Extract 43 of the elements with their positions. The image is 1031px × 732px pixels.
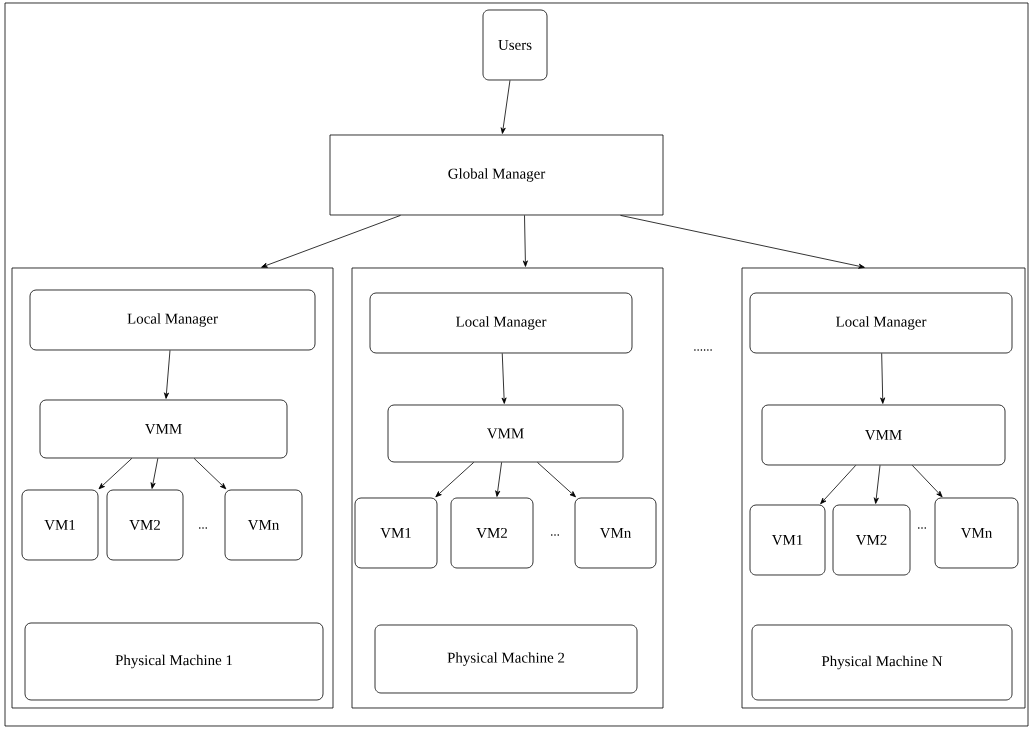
manager-box: Local Manager (369, 292, 633, 354)
ellipsis: ... (551, 534, 559, 536)
arrow (500, 80, 511, 134)
vm-box: VMn (224, 489, 303, 561)
machine-frame (351, 267, 664, 709)
vm-box: VM1 (354, 497, 438, 569)
arrow (537, 462, 576, 498)
arrow (495, 462, 502, 497)
vm-box: VMn (934, 497, 1019, 569)
ellipsis: ... (199, 527, 207, 529)
machine-frame (741, 267, 1026, 709)
arrow (620, 215, 865, 269)
vmm-box: VMM (761, 404, 1006, 466)
vm-box: VMn (574, 497, 657, 569)
arrow (820, 465, 857, 505)
arrow (522, 215, 528, 267)
manager-box: Global Manager (329, 134, 664, 216)
users-box: Users (482, 9, 548, 81)
machine-box: Physical Machine 1 (24, 622, 324, 701)
arrow (164, 350, 171, 399)
vm-box: VM2 (106, 489, 184, 561)
manager-box: Local Manager (29, 289, 316, 351)
vmm-box: VMM (39, 399, 288, 459)
machine-box: Physical Machine N (751, 624, 1013, 701)
vm-box: VM1 (21, 489, 99, 561)
arrow (150, 458, 159, 489)
arrow (873, 465, 881, 504)
arrow (435, 462, 475, 498)
machine-box: Physical Machine 2 (374, 624, 638, 694)
vm-box: VM1 (749, 504, 826, 576)
vmm-box: VMM (387, 404, 624, 463)
arrow (911, 465, 943, 498)
vm-box: VM2 (832, 504, 911, 576)
arrow (261, 215, 401, 268)
arrow (193, 458, 227, 490)
arrow (98, 458, 133, 490)
vm-box: VM2 (450, 497, 534, 569)
ellipsis: ... (918, 527, 926, 529)
arrow (880, 353, 886, 404)
manager-box: Local Manager (749, 292, 1013, 354)
arrow (501, 353, 507, 404)
machine-frame (11, 267, 334, 709)
ellipsis: ...... (694, 349, 712, 351)
